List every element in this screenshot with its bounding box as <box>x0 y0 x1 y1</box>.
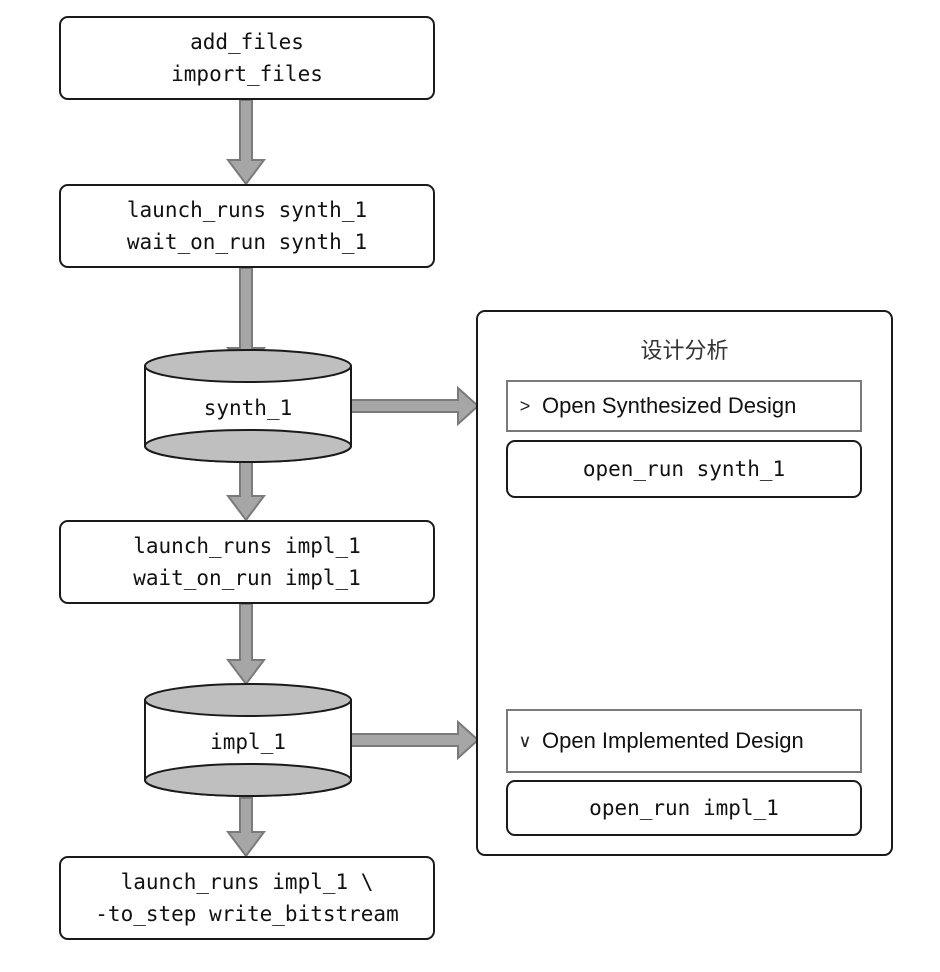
open-run-impl-command: open_run impl_1 <box>506 780 862 836</box>
step-launch-impl-line1: launch_runs impl_1 <box>133 534 361 558</box>
open-synthesized-design-label: Open Synthesized Design <box>542 393 797 418</box>
step-launch-impl: launch_runs impl_1 wait_on_run impl_1 <box>59 520 435 604</box>
open-run-synth-text: open_run synth_1 <box>582 457 786 481</box>
arrow-db-to-impl <box>226 461 266 522</box>
db-synth-shape <box>144 349 352 463</box>
step-write-bitstream-line2: -to_step write_bitstream <box>95 902 399 926</box>
step-launch-synth-line1: launch_runs synth_1 <box>126 198 368 222</box>
arrow-add-to-synth <box>226 99 266 186</box>
step-add-files-line2: import_files <box>171 62 323 86</box>
step-launch-synth: launch_runs synth_1 wait_on_run synth_1 <box>59 184 435 268</box>
db-synth-label: synth_1 <box>203 396 293 420</box>
open-run-impl-text: open_run impl_1 <box>589 796 779 820</box>
open-synthesized-design-header[interactable]: > Open Synthesized Design <box>506 380 862 432</box>
step-write-bitstream: launch_runs impl_1 \ -to_step write_bits… <box>59 856 435 940</box>
arrow-impl-db-to-panel <box>349 719 480 761</box>
db-impl-shape <box>144 683 352 797</box>
arrow-db-to-bitstream <box>226 797 266 858</box>
step-add-files-line1: add_files <box>190 30 304 54</box>
step-launch-impl-line2: wait_on_run impl_1 <box>133 566 361 590</box>
db-impl-label: impl_1 <box>210 730 286 754</box>
open-implemented-design-header[interactable]: ∨ Open Implemented Design <box>506 709 862 773</box>
step-add-files: add_files import_files <box>59 16 435 100</box>
step-write-bitstream-line1: launch_runs impl_1 \ <box>120 870 374 894</box>
chevron-right-icon: > <box>519 395 531 416</box>
open-implemented-design-label: Open Implemented Design <box>542 728 804 753</box>
chevron-down-icon: ∨ <box>518 730 532 751</box>
step-launch-synth-line2: wait_on_run synth_1 <box>126 230 368 254</box>
open-run-synth-command: open_run synth_1 <box>506 440 862 498</box>
arrow-impl-to-db <box>226 603 266 686</box>
arrow-synth-db-to-panel <box>349 385 480 427</box>
panel-title: 设计分析 <box>640 339 729 364</box>
